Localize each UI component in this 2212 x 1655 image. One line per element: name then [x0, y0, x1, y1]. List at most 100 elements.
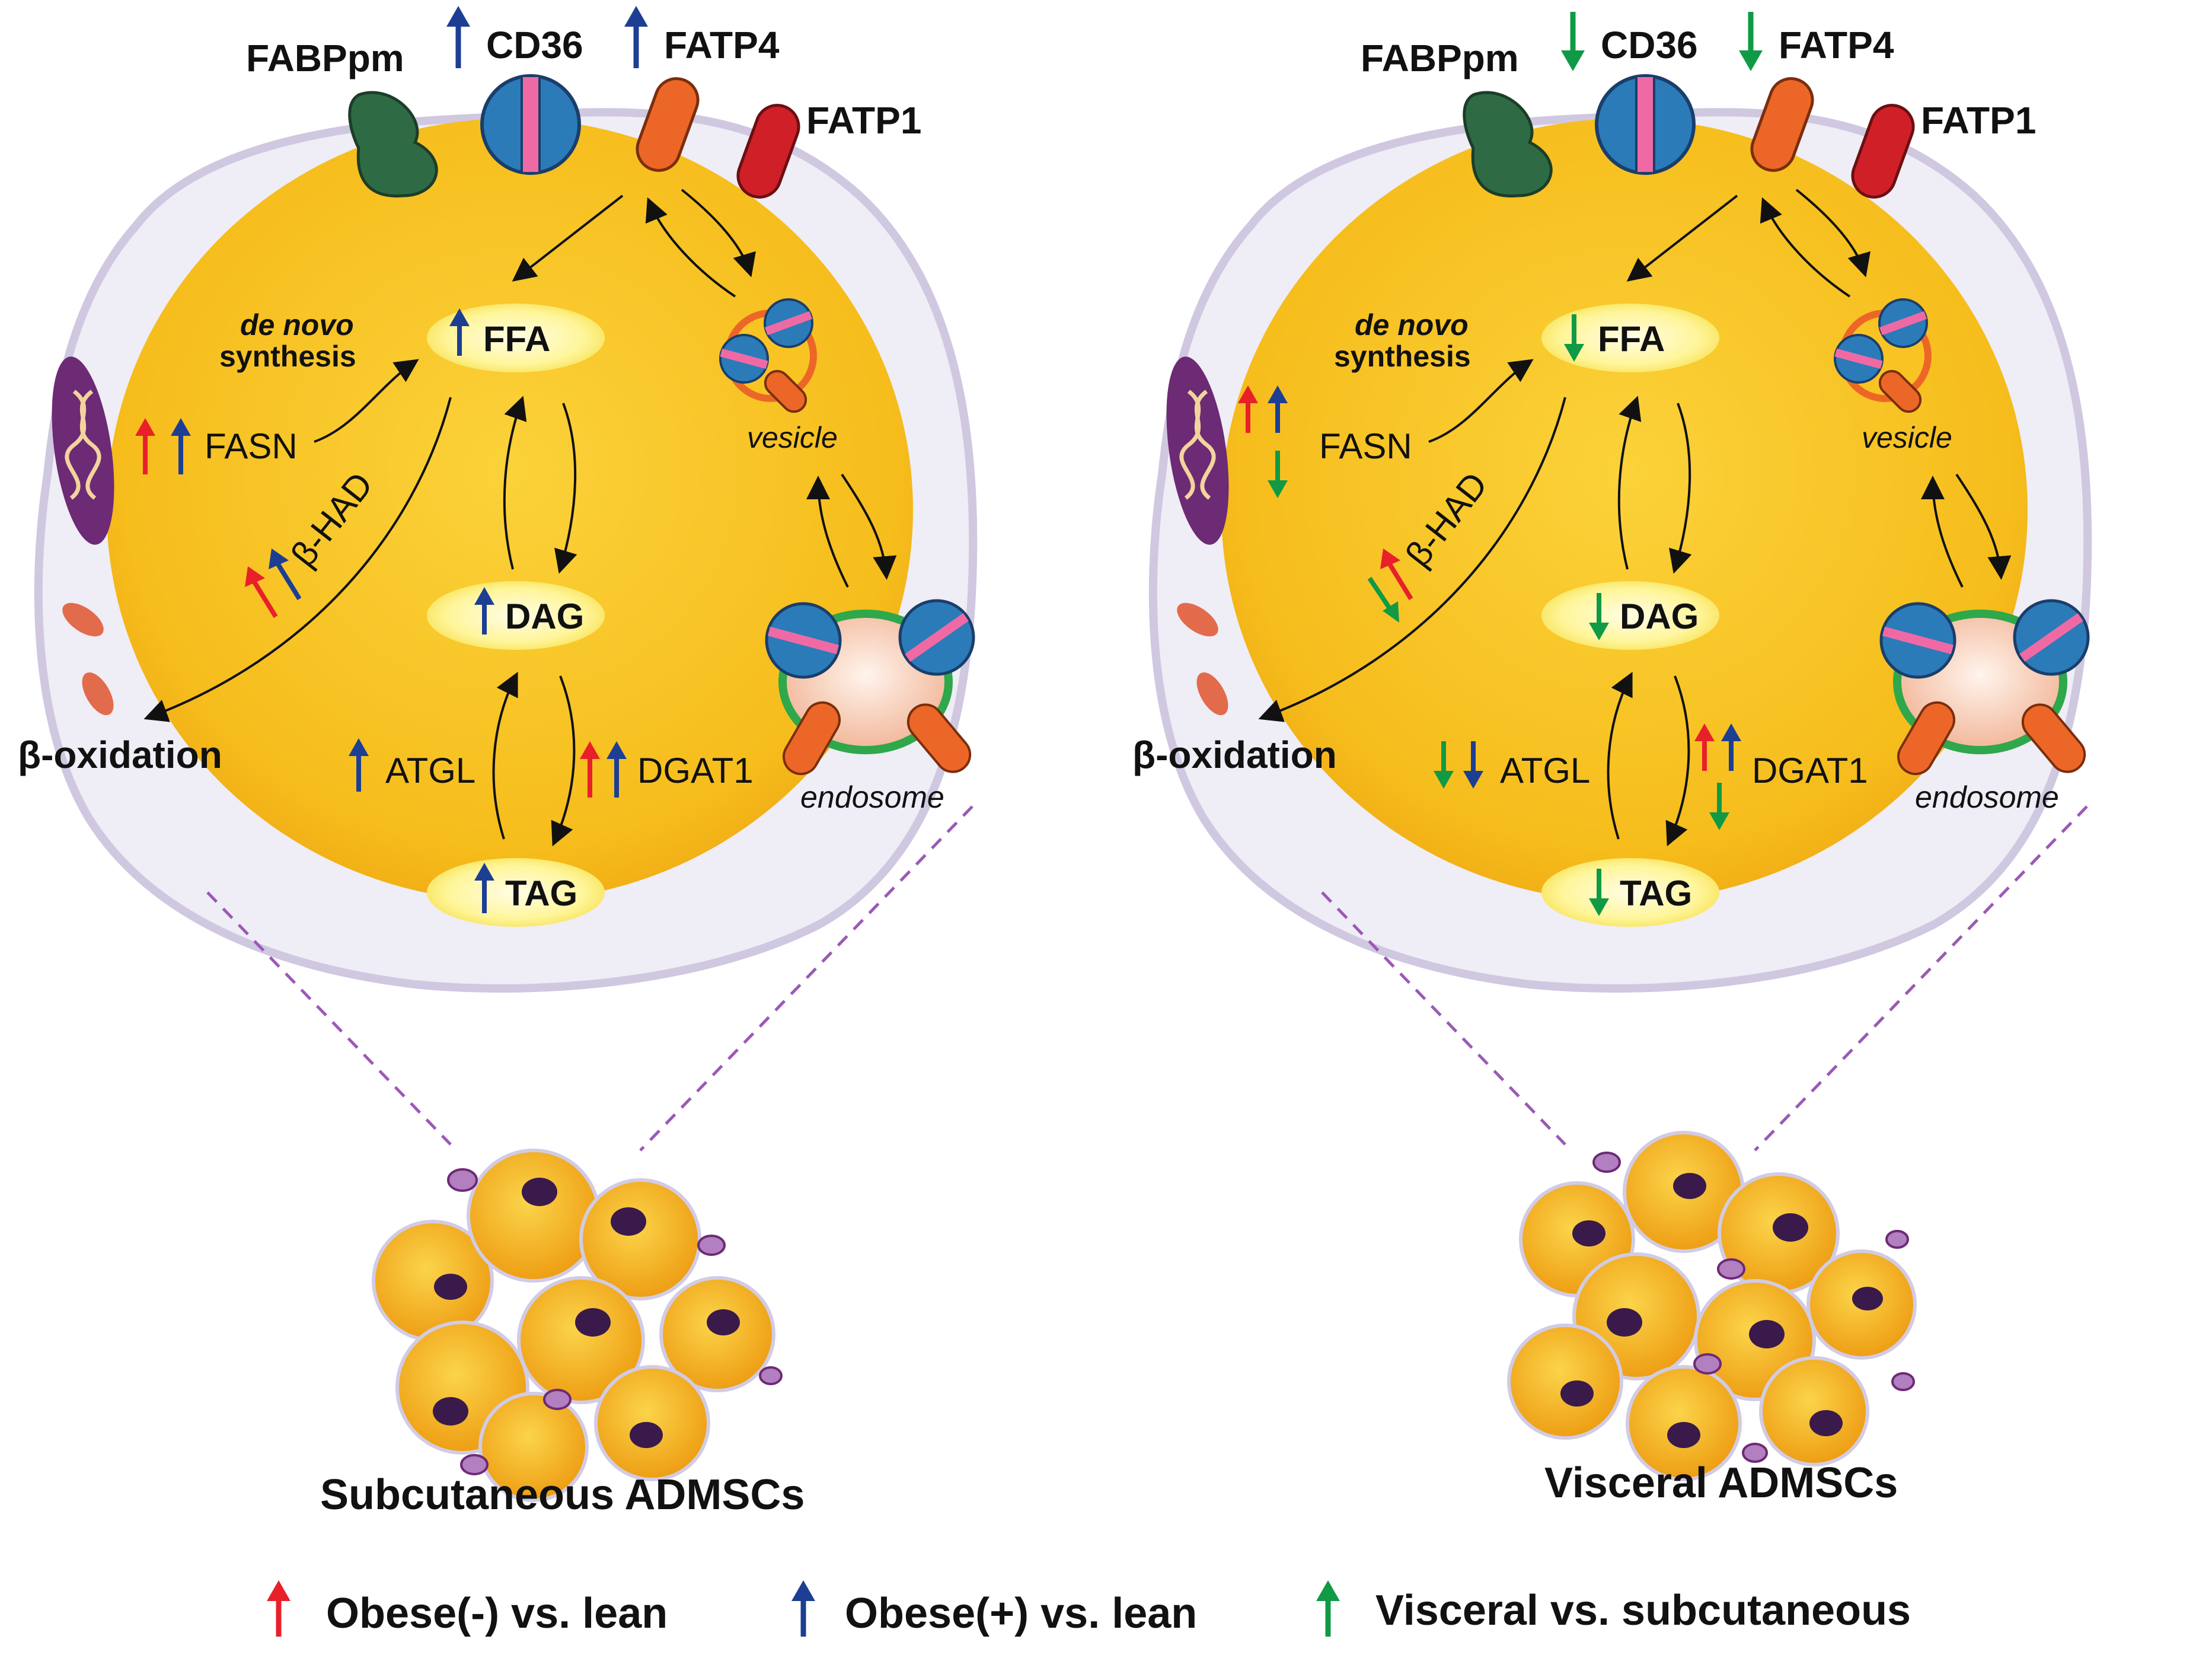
nucleus — [1166, 356, 1229, 545]
up-arrow-icon — [1268, 385, 1288, 433]
up-arrow-icon — [267, 1580, 291, 1637]
ffa-label: FFA — [1598, 319, 1665, 359]
fabppm-label: FABPpm — [1361, 37, 1519, 79]
dag-node — [1541, 581, 1719, 650]
cell-cytoplasm — [107, 119, 913, 901]
vesicle-label: vesicle — [1862, 421, 1952, 454]
dgat1-label: DGAT1 — [637, 751, 754, 790]
down-arrow-icon — [1367, 576, 1399, 623]
up-arrow-icon — [791, 1580, 815, 1637]
up-arrow-icon — [624, 6, 648, 68]
de-novo-label: de novo — [1355, 308, 1469, 342]
tag-label: TAG — [1620, 873, 1692, 913]
panel-caption: Subcutaneous ADMSCs — [320, 1471, 805, 1519]
up-arrow-icon — [1694, 723, 1715, 771]
up-arrow-icon — [474, 587, 494, 634]
down-arrow-icon — [1561, 12, 1585, 71]
up-arrow-icon — [474, 863, 494, 913]
up-arrow-icon — [446, 6, 470, 68]
fatp4-label: FATP4 — [664, 24, 780, 66]
vesicle-to-fatp4-arrow — [1760, 197, 1851, 298]
synthesis-label: synthesis — [219, 340, 356, 373]
panel-left: FABPpm CD36 FATP4 FATP1 FFA DAG TAG de n… — [18, 6, 978, 1519]
cell-cytoplasm — [1221, 119, 2028, 901]
tissue-cluster — [1507, 1131, 1917, 1481]
endosome-label: endosome — [1915, 780, 2059, 815]
cd36-transporter — [1595, 74, 1696, 175]
down-arrow-icon — [1434, 741, 1454, 789]
ffa-node — [1541, 304, 1719, 372]
up-arrow-icon — [1316, 1580, 1340, 1637]
up-arrow-icon — [607, 741, 627, 798]
zoom-line — [1754, 805, 2088, 1152]
cd36-transporter — [480, 74, 581, 175]
ffa-to-dag-arrow — [1669, 403, 1692, 574]
up-arrow-icon — [1721, 723, 1741, 771]
up-arrow-icon — [349, 738, 369, 792]
fabppm-transporter — [1463, 91, 1553, 197]
vesicle — [1834, 298, 1932, 413]
dag-to-ffa-arrow — [503, 396, 527, 570]
fasn-to-ffa-arrow — [314, 359, 419, 443]
legend: Obese(-) vs. lean Obese(+) vs. lean Visc… — [267, 1580, 1911, 1637]
mitochondrion-icon — [1177, 602, 1228, 716]
fasn-to-ffa-arrow — [1428, 359, 1534, 443]
endosome-to-vesicle-arrow — [1921, 476, 1964, 588]
beta-oxidation-label: β-oxidation — [18, 734, 222, 776]
up-arrow-icon — [580, 741, 600, 798]
tag-node — [427, 858, 605, 927]
zoom-line — [639, 805, 973, 1152]
down-arrow-icon — [1709, 783, 1729, 830]
vesicle-to-endosome-arrow — [1955, 473, 2012, 580]
vesicle-label: vesicle — [747, 421, 838, 454]
cd36-to-ffa-arrow — [1626, 194, 1738, 282]
fatp4-transporter — [636, 77, 700, 172]
nucleus — [52, 356, 114, 545]
dgat1-label: DGAT1 — [1752, 751, 1868, 790]
endosome-label: endosome — [800, 780, 944, 815]
dag-label: DAG — [505, 597, 584, 636]
fatp1-transporter — [736, 104, 800, 199]
down-arrow-icon — [1268, 451, 1288, 498]
tag-label: TAG — [505, 873, 577, 913]
atgl-label: ATGL — [1500, 751, 1590, 790]
tag-node — [1541, 858, 1719, 927]
legend-obese-minus: Obese(-) vs. lean — [326, 1590, 668, 1637]
up-arrow-icon — [269, 549, 302, 601]
panel-caption: Visceral ADMSCs — [1544, 1459, 1898, 1507]
vesicle-to-endosome-arrow — [841, 473, 897, 580]
fatp1-label: FATP1 — [806, 99, 921, 142]
vesicle — [719, 298, 817, 413]
fabppm-label: FABPpm — [246, 37, 404, 79]
dag-to-tag-arrow — [551, 675, 576, 847]
fatp4-label: FATP4 — [1779, 24, 1894, 66]
mitochondrion-icon — [62, 602, 114, 716]
beta-oxidation-label: β-oxidation — [1132, 734, 1337, 776]
down-arrow-icon — [1589, 869, 1609, 916]
cd36-to-ffa-arrow — [512, 194, 624, 282]
endosome — [1879, 599, 2090, 776]
fatp4-to-vesicle-arrow — [1795, 189, 1871, 278]
down-arrow-icon — [1463, 741, 1483, 789]
dag-to-ffa-arrow — [1617, 396, 1642, 570]
fatp4-transporter — [1750, 77, 1814, 172]
up-arrow-icon — [1238, 385, 1258, 433]
ffa-label: FFA — [483, 319, 550, 359]
dag-node — [427, 581, 605, 650]
legend-visceral: Visceral vs. subcutaneous — [1375, 1587, 1911, 1634]
dag-label: DAG — [1620, 597, 1699, 636]
atgl-label: ATGL — [385, 751, 475, 790]
cd36-label: CD36 — [1601, 24, 1698, 66]
down-arrow-icon — [1739, 12, 1763, 71]
tag-to-dag-arrow — [1607, 671, 1633, 840]
up-arrow-icon — [171, 418, 191, 474]
fatp1-label: FATP1 — [1921, 99, 2036, 142]
up-arrow-icon — [449, 308, 470, 356]
fatp4-to-vesicle-arrow — [681, 189, 756, 278]
synthesis-label: synthesis — [1334, 340, 1471, 373]
up-arrow-icon — [245, 566, 278, 618]
fabppm-transporter — [348, 91, 438, 197]
vesicle-to-fatp4-arrow — [645, 197, 736, 298]
